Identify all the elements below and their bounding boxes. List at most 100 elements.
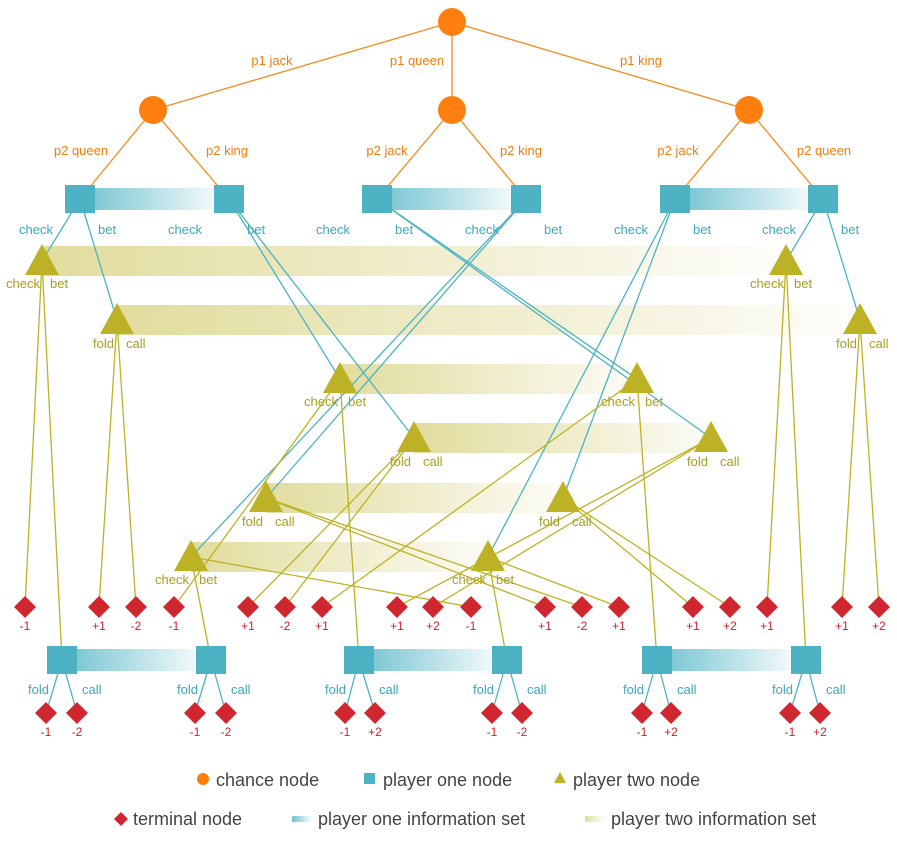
payoff-label: -1 xyxy=(20,619,31,633)
terminal-node xyxy=(719,596,741,618)
p2-call-edge xyxy=(116,319,137,608)
p2-action-label: call xyxy=(275,514,295,529)
nodes xyxy=(14,8,890,724)
p1-action-label: check xyxy=(762,222,796,237)
payoff-label: -1 xyxy=(169,619,180,633)
p2-action-label: fold xyxy=(390,454,411,469)
chance-edge xyxy=(748,109,824,200)
p2-node xyxy=(620,362,654,393)
p1-bet-edge xyxy=(562,198,676,499)
p2-call-edge xyxy=(284,437,415,608)
payoff-label: +1 xyxy=(612,619,626,633)
payoff-label: +1 xyxy=(686,619,700,633)
legend: chance node player one node player two n… xyxy=(114,770,816,829)
p2-action-label: fold xyxy=(93,336,114,351)
p2-action-label: call xyxy=(720,454,740,469)
terminal-node xyxy=(66,702,88,724)
p1-action-label: fold xyxy=(28,682,49,697)
p2-deal-label: p2 jack xyxy=(657,143,699,158)
p1-node xyxy=(196,646,226,674)
p2-bet-edge xyxy=(636,378,658,661)
p2-fold-edge xyxy=(265,497,546,608)
p1-action-label: call xyxy=(677,682,697,697)
p1-bet-edge xyxy=(228,198,415,439)
p2-bet-edge xyxy=(339,378,360,661)
p2-action-label: call xyxy=(869,336,889,351)
p1-node xyxy=(344,646,374,674)
p2-check-edge xyxy=(24,260,43,608)
terminal-node xyxy=(571,596,593,618)
p2-node xyxy=(546,481,580,512)
payoff-label: +1 xyxy=(92,619,106,633)
chance-edge xyxy=(674,109,750,200)
p2-fold-edge xyxy=(841,319,861,608)
p2-action-label: fold xyxy=(836,336,857,351)
p1-node xyxy=(47,646,77,674)
p1-bet-edge xyxy=(79,198,118,321)
p1-action-label: bet xyxy=(841,222,859,237)
p2-action-label: bet xyxy=(794,276,812,291)
terminal-node xyxy=(88,596,110,618)
legend-p2-infoset-label: player two information set xyxy=(611,809,816,829)
p2-deal-label: p2 queen xyxy=(797,143,851,158)
deal-label: p1 jack xyxy=(251,53,293,68)
legend-p1-marker xyxy=(364,773,375,784)
legend-p1-infoset-label: player one information set xyxy=(318,809,525,829)
p2-infoset-bar xyxy=(414,423,741,453)
chance-edge xyxy=(451,21,750,111)
p1-action-label: fold xyxy=(325,682,346,697)
p1-check-edge xyxy=(228,198,341,380)
payoff-label: +2 xyxy=(664,725,678,739)
p2-action-label: call xyxy=(126,336,146,351)
payoff-label: -1 xyxy=(785,725,796,739)
p1-node xyxy=(65,185,95,213)
terminal-node xyxy=(460,596,482,618)
p2-bet-edge xyxy=(487,556,508,661)
terminal-node xyxy=(481,702,503,724)
terminal-node xyxy=(779,702,801,724)
p1-infoset-bar xyxy=(675,188,823,210)
terminal-node xyxy=(422,596,444,618)
p1-action-label: bet xyxy=(693,222,711,237)
legend-p2-node-label: player two node xyxy=(573,770,700,790)
terminal-node xyxy=(14,596,36,618)
p2-infoset-bar xyxy=(266,483,593,513)
terminal-node xyxy=(311,596,333,618)
payoff-label: -1 xyxy=(637,725,648,739)
terminal-node xyxy=(125,596,147,618)
p2-node xyxy=(174,540,208,571)
legend-chance-label: chance node xyxy=(216,770,319,790)
chance-edge xyxy=(152,109,230,200)
terminal-node xyxy=(163,596,185,618)
terminal-node xyxy=(274,596,296,618)
payoff-label: -2 xyxy=(280,619,291,633)
terminal-node xyxy=(386,596,408,618)
terminal-node xyxy=(682,596,704,618)
p1-node xyxy=(791,646,821,674)
p1-node xyxy=(642,646,672,674)
terminal-node xyxy=(35,702,57,724)
p1-node xyxy=(362,185,392,213)
p2-action-label: bet xyxy=(496,572,514,587)
p2-action-label: check xyxy=(452,572,486,587)
p2-fold-edge xyxy=(562,497,694,608)
p1-node xyxy=(660,185,690,213)
p2-action-label: bet xyxy=(50,276,68,291)
legend-p1-node-label: player one node xyxy=(383,770,512,790)
p2-bet-edge xyxy=(190,556,212,661)
payoff-label: -2 xyxy=(577,619,588,633)
p1-action-label: check xyxy=(19,222,53,237)
p2-node xyxy=(471,540,505,571)
terminal-node xyxy=(215,702,237,724)
p1-check-edge xyxy=(190,198,527,558)
terminal-node xyxy=(868,596,890,618)
payoff-label: -1 xyxy=(41,725,52,739)
p1-action-label: check xyxy=(614,222,648,237)
payoff-label: -1 xyxy=(190,725,201,739)
p2-fold-edge xyxy=(396,437,712,608)
terminal-node xyxy=(608,596,630,618)
p2-check-edge xyxy=(321,378,638,608)
p1-bet-edge xyxy=(376,198,712,439)
terminal-node xyxy=(534,596,556,618)
